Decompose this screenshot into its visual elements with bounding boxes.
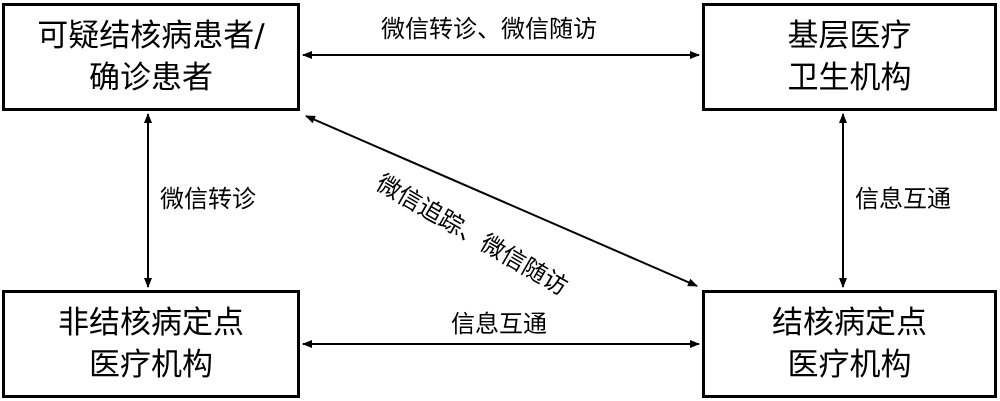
node-tb-facility-line1: 结核病定点 xyxy=(772,305,927,341)
node-non-tb-facility-line2: 医疗机构 xyxy=(89,347,213,383)
edge-label-right: 信息互通 xyxy=(855,185,951,213)
edge-label-bottom: 信息互通 xyxy=(451,310,547,338)
edge-label-top: 微信转诊、微信随访 xyxy=(381,15,597,43)
node-primary-care: 基层医疗 卫生机构 xyxy=(702,3,997,111)
node-tb-facility: 结核病定点 医疗机构 xyxy=(702,290,997,398)
node-non-tb-facility-line1: 非结核病定点 xyxy=(58,305,244,341)
node-patient: 可疑结核病患者/ 确诊患者 xyxy=(2,3,300,111)
node-patient-line1: 可疑结核病患者/ xyxy=(37,18,265,54)
edge-label-left: 微信转诊 xyxy=(160,185,256,213)
node-patient-line2: 确诊患者 xyxy=(89,60,213,96)
arrow-patient-tb xyxy=(305,115,698,287)
node-tb-facility-line2: 医疗机构 xyxy=(787,347,912,383)
node-primary-care-line2: 卫生机构 xyxy=(787,60,912,96)
node-non-tb-facility: 非结核病定点 医疗机构 xyxy=(2,290,300,398)
node-primary-care-line1: 基层医疗 xyxy=(787,18,912,54)
